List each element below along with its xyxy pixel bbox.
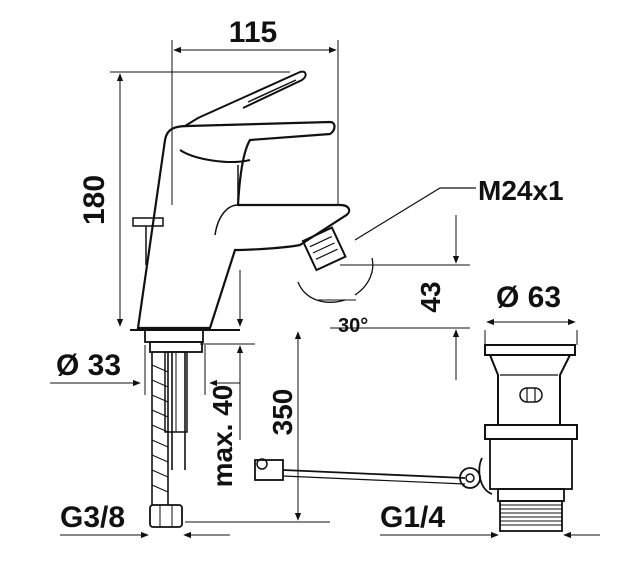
popup-linkage (254, 458, 481, 489)
dim-spout-43: 43 (415, 281, 446, 312)
mounting-assembly (144, 329, 204, 528)
dim-connection-g14: G1/4 (380, 501, 445, 534)
dim-outlet-thread: M24x1 (478, 175, 564, 206)
faucet-body (130, 70, 374, 331)
dimension-lines (50, 40, 600, 539)
dim-height-180: 180 (78, 175, 111, 225)
dim-angle-30: 30° (338, 315, 368, 337)
dim-waste-diameter: Ø 63 (496, 281, 561, 314)
waste-valve (478, 344, 578, 532)
dim-hose-350: 350 (267, 389, 298, 436)
dim-connection-g38: G3/8 (60, 501, 125, 534)
dim-base-diameter: Ø 33 (56, 349, 121, 382)
dim-width-115: 115 (229, 16, 277, 49)
dim-max-40: max. 40 (207, 385, 238, 488)
